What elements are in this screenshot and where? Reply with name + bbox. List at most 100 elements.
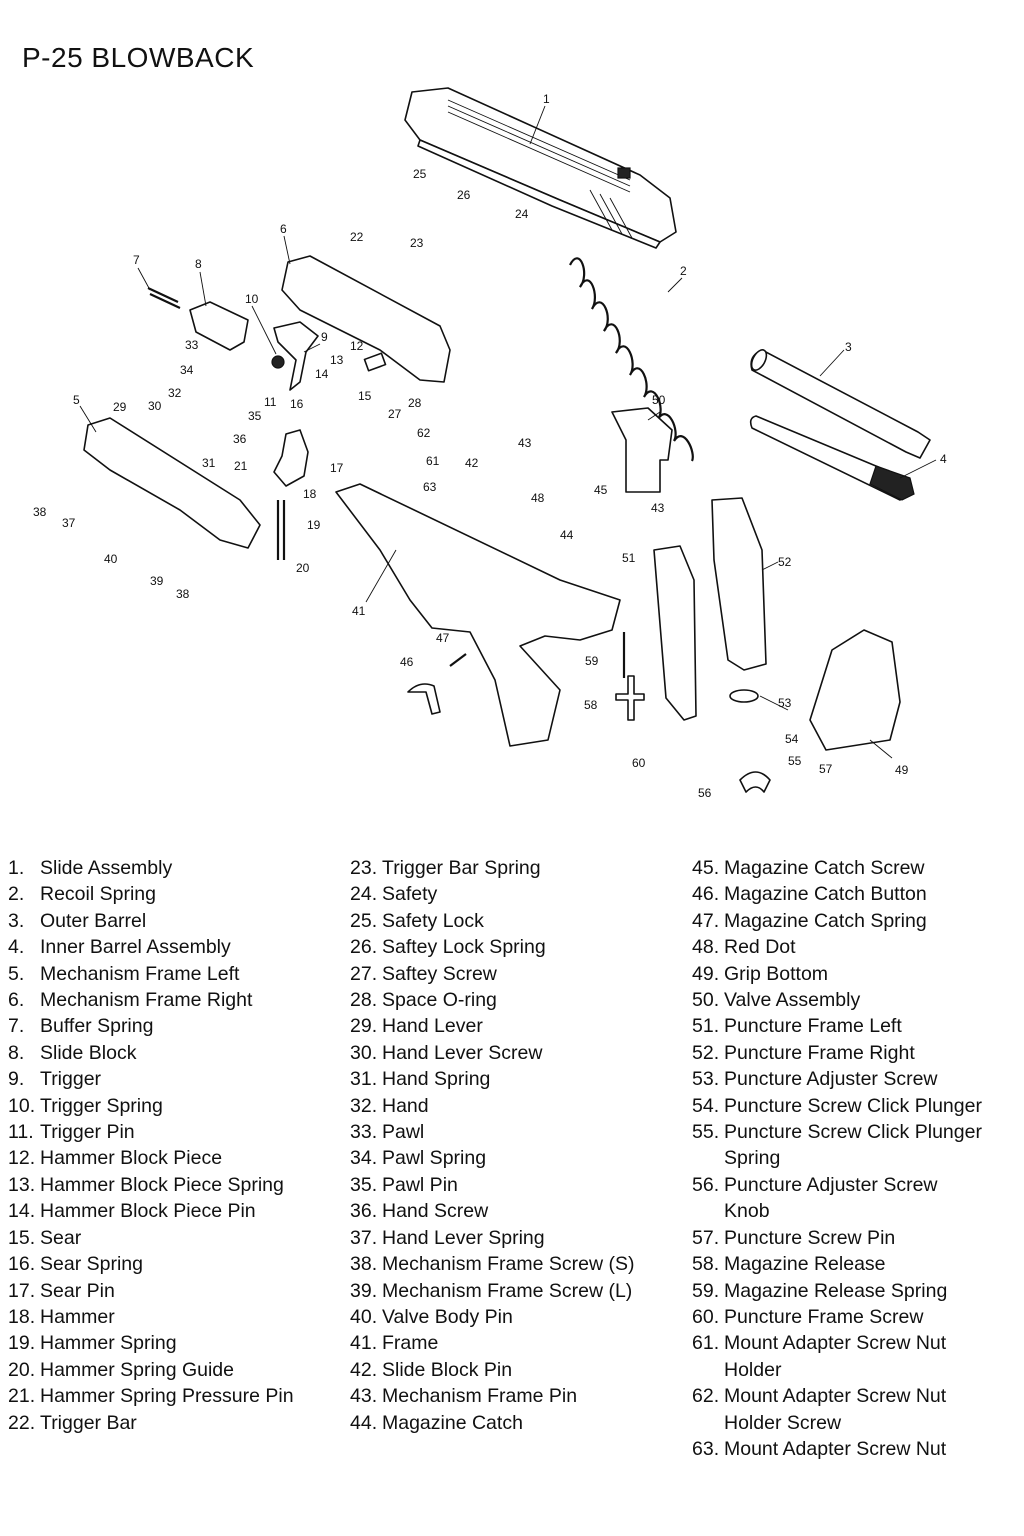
part-name: Mechanism Frame Left bbox=[40, 962, 240, 985]
puncture-frame-right bbox=[711, 497, 767, 671]
part-entry: 27.Saftey Screw bbox=[350, 961, 634, 987]
part-number: 35. bbox=[350, 1173, 378, 1196]
part-number: 26. bbox=[350, 936, 378, 959]
part-name: Puncture Adjuster Screw bbox=[724, 1068, 938, 1091]
part-name: Puncture Frame Screw bbox=[724, 1305, 924, 1328]
part-name: Magazine Release Spring bbox=[724, 1279, 948, 1302]
part-entry: 18.Hammer bbox=[8, 1304, 294, 1330]
part-entry: 44.Magazine Catch bbox=[350, 1410, 634, 1436]
part-entry: 52.Puncture Frame Right bbox=[692, 1040, 982, 1066]
grip-bottom bbox=[809, 629, 901, 751]
mechanism-frame-right bbox=[281, 255, 451, 383]
leader-lines bbox=[79, 105, 937, 759]
callout: 9 bbox=[321, 330, 328, 344]
callout: 26 bbox=[457, 188, 471, 202]
callout: 49 bbox=[895, 763, 909, 777]
outer-barrel bbox=[750, 349, 931, 459]
callout: 29 bbox=[113, 400, 127, 414]
part-number: 60. bbox=[692, 1305, 720, 1328]
part-number: 47. bbox=[692, 909, 720, 932]
callout: 2 bbox=[680, 264, 687, 278]
part-name: Hammer Spring bbox=[40, 1332, 177, 1355]
part-entry: 21.Hammer Spring Pressure Pin bbox=[8, 1383, 294, 1409]
part-number: 27. bbox=[350, 962, 378, 985]
callout: 3 bbox=[845, 340, 852, 354]
part-number: 53. bbox=[692, 1068, 720, 1091]
part-entry: 60.Puncture Frame Screw bbox=[692, 1304, 982, 1330]
part-number: 22. bbox=[8, 1411, 36, 1434]
callout: 6 bbox=[280, 222, 287, 236]
part-name: Trigger Pin bbox=[40, 1121, 135, 1144]
hammer bbox=[273, 429, 309, 487]
part-entry: 13.Hammer Block Piece Spring bbox=[8, 1172, 294, 1198]
callout: 58 bbox=[584, 698, 598, 712]
valve-assembly bbox=[611, 407, 673, 493]
callout: 47 bbox=[436, 631, 450, 645]
callout-labels: 1 2 3 4 5 6 7 8 9 10 11 12 13 14 15 16 1… bbox=[33, 92, 947, 800]
callout: 38 bbox=[33, 505, 47, 519]
part-name: Safety Lock bbox=[382, 909, 484, 932]
part-entry: 49.Grip Bottom bbox=[692, 961, 982, 987]
part-entry: 42.Slide Block Pin bbox=[350, 1357, 634, 1383]
part-number: 3. bbox=[8, 909, 25, 932]
part-number: 10. bbox=[8, 1094, 36, 1117]
part-entry: 63.Mount Adapter Screw Nut bbox=[692, 1436, 982, 1462]
part-number: 2. bbox=[8, 883, 25, 906]
part-number: 58. bbox=[692, 1253, 720, 1276]
callout: 35 bbox=[248, 409, 262, 423]
part-name: Recoil Spring bbox=[40, 883, 156, 906]
part-name: Sear bbox=[40, 1226, 82, 1249]
callout: 54 bbox=[785, 732, 799, 746]
part-name: Frame bbox=[382, 1332, 439, 1355]
part-name: Hammer Block Piece Pin bbox=[40, 1200, 256, 1223]
part-entry: 4.Inner Barrel Assembly bbox=[8, 934, 294, 960]
callout: 7 bbox=[133, 253, 140, 267]
part-entry: 8.Slide Block bbox=[8, 1040, 294, 1066]
part-name: Hand Spring bbox=[382, 1068, 491, 1091]
callout: 40 bbox=[104, 552, 118, 566]
callout: 50 bbox=[652, 393, 666, 407]
part-name: Valve Assembly bbox=[724, 989, 861, 1012]
part-name: Mechanism Frame Pin bbox=[382, 1385, 578, 1408]
callout: 27 bbox=[388, 407, 402, 421]
part-entry: 43.Mechanism Frame Pin bbox=[350, 1383, 634, 1409]
part-number: 56. bbox=[692, 1173, 720, 1196]
part-entry: 35.Pawl Pin bbox=[350, 1172, 634, 1198]
part-name: Hammer Spring Guide bbox=[40, 1358, 234, 1381]
magazine-catch-button bbox=[407, 683, 441, 715]
magazine-catch-spring bbox=[449, 653, 467, 667]
part-entry: 25.Safety Lock bbox=[350, 908, 634, 934]
part-entry: 45.Magazine Catch Screw bbox=[692, 855, 982, 881]
part-entry: 17.Sear Pin bbox=[8, 1278, 294, 1304]
callout: 15 bbox=[358, 389, 372, 403]
part-number: 19. bbox=[8, 1332, 36, 1355]
part-number: 29. bbox=[350, 1015, 378, 1038]
part-number: 6. bbox=[8, 989, 25, 1012]
part-number: 30. bbox=[350, 1041, 378, 1064]
part-number: 37. bbox=[350, 1226, 378, 1249]
part-name: Grip Bottom bbox=[724, 962, 829, 985]
part-name: Magazine Catch Button bbox=[724, 883, 927, 906]
callout: 28 bbox=[408, 396, 422, 410]
part-entry: 3.Outer Barrel bbox=[8, 908, 294, 934]
part-name-continued: Holder Screw bbox=[724, 1411, 842, 1434]
part-number: 14. bbox=[8, 1200, 36, 1223]
part-name: Hand Lever Screw bbox=[382, 1041, 543, 1064]
part-number: 48. bbox=[692, 936, 720, 959]
part-name: Pawl bbox=[382, 1121, 425, 1144]
recoil-spring bbox=[569, 257, 694, 462]
part-entry: 2. Recoil Spring bbox=[8, 881, 294, 907]
puncture-adjuster-screw bbox=[729, 689, 759, 703]
part-entry: 6.Mechanism Frame Right bbox=[8, 987, 294, 1013]
callout: 8 bbox=[195, 257, 202, 271]
callout: 11 bbox=[264, 395, 277, 409]
part-entry: 29.Hand Lever bbox=[350, 1013, 634, 1039]
part-name: Sear Pin bbox=[40, 1279, 115, 1302]
callout: 22 bbox=[350, 230, 364, 244]
part-number: 32. bbox=[350, 1094, 378, 1117]
callout: 20 bbox=[296, 561, 310, 575]
part-name: Hammer bbox=[40, 1305, 115, 1328]
part-name: Slide Assembly bbox=[40, 857, 173, 879]
part-entry: 32.Hand bbox=[350, 1093, 634, 1119]
callout: 32 bbox=[168, 386, 182, 400]
